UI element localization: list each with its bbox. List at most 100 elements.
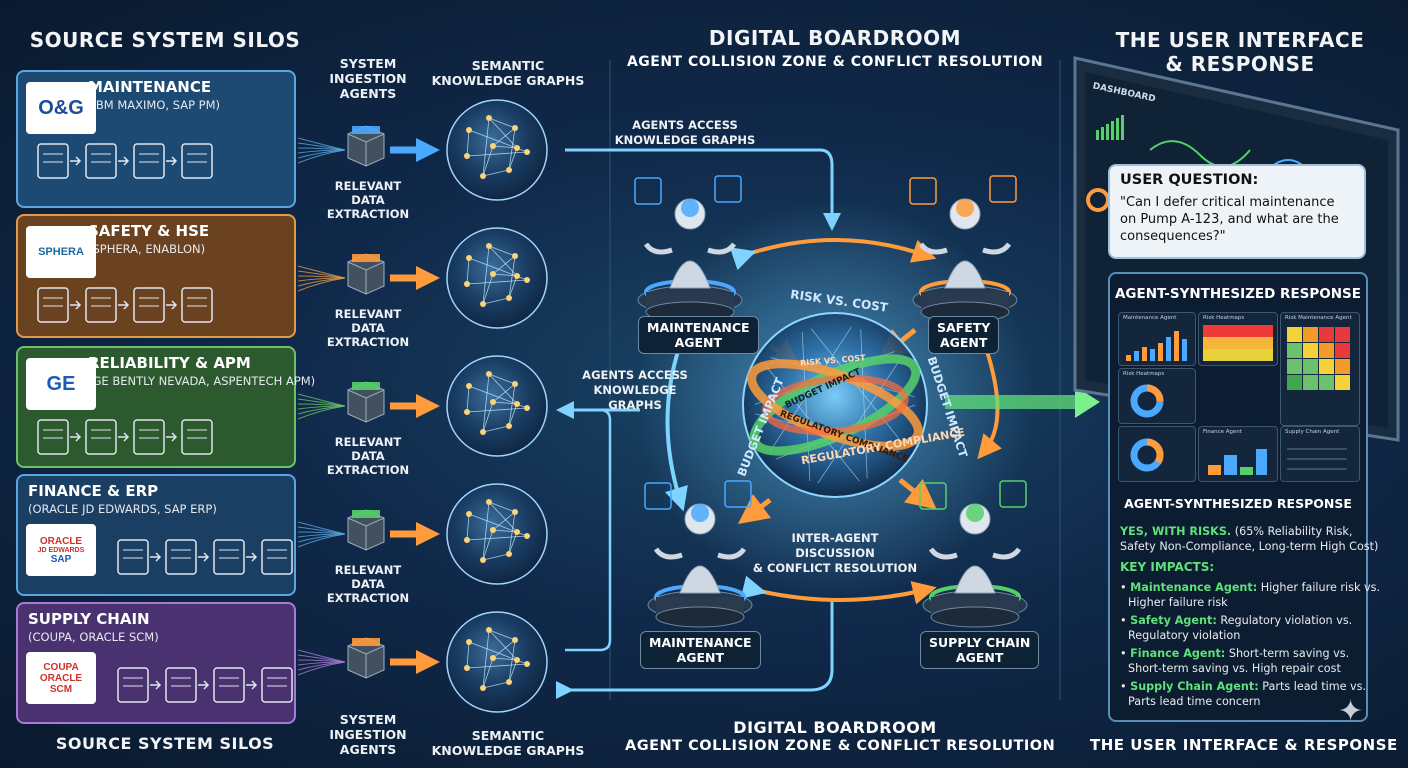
- tile-chart: [1126, 331, 1187, 361]
- answer-line-2: Safety Non-Compliance, Long-term High Co…: [1120, 540, 1379, 553]
- header-center-bottom: DIGITAL BOARDROOM: [733, 718, 937, 737]
- silo-title: MAINTENANCE: [88, 78, 212, 96]
- logo-text: O&G: [38, 96, 84, 119]
- tile-chart: [1287, 448, 1347, 470]
- arc-bottom: [740, 575, 937, 605]
- knowledge-graph-sphere: [446, 355, 548, 457]
- agent-label-line: AGENT: [674, 335, 723, 350]
- agent-label-line: AGENT: [939, 335, 988, 350]
- impact-line-2: Parts lead time concern: [1128, 695, 1261, 708]
- tile-title: Risk Heatmaps: [1203, 315, 1245, 321]
- agent-label-line: AGENT: [955, 650, 1004, 665]
- question-line: on Pump A-123, and what are the: [1120, 212, 1339, 227]
- response-panel: AGENT-SYNTHESIZED RESPONSE Maintenance A…: [1108, 272, 1380, 722]
- tile-finance: Finance Agent: [1198, 426, 1278, 482]
- silo-2: SAFETY & HSE(SPHERA, ENABLON)SPHERA: [16, 214, 296, 338]
- impact-line-2: Regulatory violation: [1128, 629, 1241, 642]
- agent-badge-icon: [714, 175, 742, 203]
- silo-1: MAINTENANCE(IBM MAXIMO, SAP PM)O&G: [16, 70, 296, 208]
- vendor-logo: GE: [26, 358, 96, 410]
- header-right-bottom: THE USER INTERFACE & RESPONSE: [1090, 736, 1398, 754]
- question-line: "Can I defer critical maintenance: [1120, 195, 1335, 210]
- silo-subtitle: (COUPA, ORACLE SCM): [28, 630, 159, 644]
- logo-text: SCM: [49, 683, 73, 695]
- arc-left: [664, 344, 688, 512]
- logo-text: GE: [46, 372, 76, 395]
- logo-text: JD EDWARDS: [37, 546, 85, 554]
- tile-title: Supply Chain Agent: [1285, 429, 1340, 435]
- extraction-line: RELEVANT DATA: [334, 307, 402, 335]
- tile-maintenance: Maintenance Agent: [1118, 312, 1196, 366]
- graphs-label-line: KNOWLEDGE GRAPHS: [431, 743, 585, 758]
- access-arrow-top: [565, 148, 841, 231]
- agent-label-safety: SAFETY AGENT: [928, 316, 1000, 354]
- silo-icons: [37, 143, 213, 179]
- agent-badge-icon: [634, 177, 662, 205]
- header-right-top-2: & RESPONSE: [1165, 52, 1315, 76]
- tile-chart: [1130, 384, 1164, 418]
- access-loop: [565, 408, 612, 652]
- extraction-line: RELEVANT DATA: [334, 179, 402, 207]
- impact-agent: Supply Chain Agent:: [1130, 680, 1259, 693]
- response-title-2: AGENT-SYNTHESIZED RESPONSE: [1124, 496, 1352, 511]
- agent-badge-icon: [724, 480, 752, 508]
- header-left-bottom: SOURCE SYSTEM SILOS: [55, 734, 275, 753]
- silo-title: SAFETY & HSE: [88, 222, 210, 240]
- impact-line-2: Short-term saving vs. High repair cost: [1128, 662, 1341, 675]
- ingestion-agent: [347, 637, 385, 679]
- access-label-mid: AGENTS ACCESS KNOWLEDGE GRAPHS: [565, 368, 705, 413]
- tile-chart: [1203, 325, 1273, 361]
- access-arrow-bottom: [556, 600, 834, 699]
- ingestion-agent: [347, 125, 385, 167]
- agent-badge-icon: [999, 480, 1027, 508]
- silo-3: RELIABILITY & APM(GE BENTLY NEVADA, ASPE…: [16, 346, 315, 468]
- graphs-label-bottom: SEMANTIC KNOWLEDGE GRAPHS: [428, 728, 588, 758]
- agent-label-line: MAINTENANCE: [649, 635, 752, 650]
- question-line: consequences?": [1120, 229, 1226, 244]
- graphs-label-top: SEMANTIC KNOWLEDGE GRAPHS: [428, 58, 588, 88]
- extraction-line: EXTRACTION: [326, 463, 410, 477]
- graphs-label-line: SEMANTIC: [471, 728, 545, 743]
- agent-label-line: AGENT: [676, 650, 725, 665]
- arrow-outward: [898, 478, 937, 510]
- tile-chart: [1208, 449, 1267, 475]
- ingestion-agent: [347, 253, 385, 295]
- ring-cost: [762, 374, 909, 436]
- ingestion-label-line: INGESTION: [329, 71, 407, 86]
- access-label-top: AGENTS ACCESS KNOWLEDGE GRAPHS: [605, 118, 765, 148]
- agent-robot: [644, 480, 753, 628]
- silo-4: FINANCE & ERP(ORACLE JD EDWARDS, SAP ERP…: [16, 474, 296, 596]
- tile-donut-2: [1118, 426, 1196, 482]
- extraction-line: RELEVANT DATA: [334, 563, 402, 591]
- header-center-top: DIGITAL BOARDROOM: [708, 26, 962, 50]
- silo-icons: [117, 667, 293, 703]
- response-arrow-head: [1075, 386, 1100, 418]
- ingestion-label-bottom: SYSTEM INGESTION AGENTS: [318, 712, 418, 757]
- ingestion-label-line: AGENTS: [339, 86, 397, 101]
- knowledge-graph-sphere: [446, 483, 548, 585]
- impact-text: Regulatory violation vs.: [1216, 614, 1353, 627]
- agent-robot: [909, 175, 1018, 323]
- vendor-logo: SPHERA: [26, 226, 96, 278]
- user-question-box: USER QUESTION: "Can I defer critical mai…: [1108, 164, 1366, 259]
- ingestion-label-line: INGESTION: [329, 727, 407, 742]
- impact-agent: Safety Agent:: [1130, 614, 1217, 627]
- tile-title: Maintenance Agent: [1123, 315, 1177, 321]
- response-title: AGENT-SYNTHESIZED RESPONSE: [1114, 286, 1362, 302]
- arc-top: [729, 238, 937, 271]
- tile-supply-chain: Supply Chain Agent: [1280, 426, 1360, 482]
- ingestion-label-line: SYSTEM: [339, 56, 397, 71]
- impacts-label: KEY IMPACTS:: [1120, 560, 1215, 574]
- agent-badge-icon: [909, 177, 937, 205]
- access-label-line: KNOWLEDGE GRAPHS: [614, 133, 756, 147]
- graphs-label-line: SEMANTIC: [471, 58, 545, 73]
- answer-line-1: YES, WITH RISKS. (65% Reliability Risk,: [1120, 524, 1352, 539]
- agent-badge-icon: [919, 482, 947, 510]
- ingestion-agent: [347, 509, 385, 551]
- tile-chart: [1130, 438, 1164, 472]
